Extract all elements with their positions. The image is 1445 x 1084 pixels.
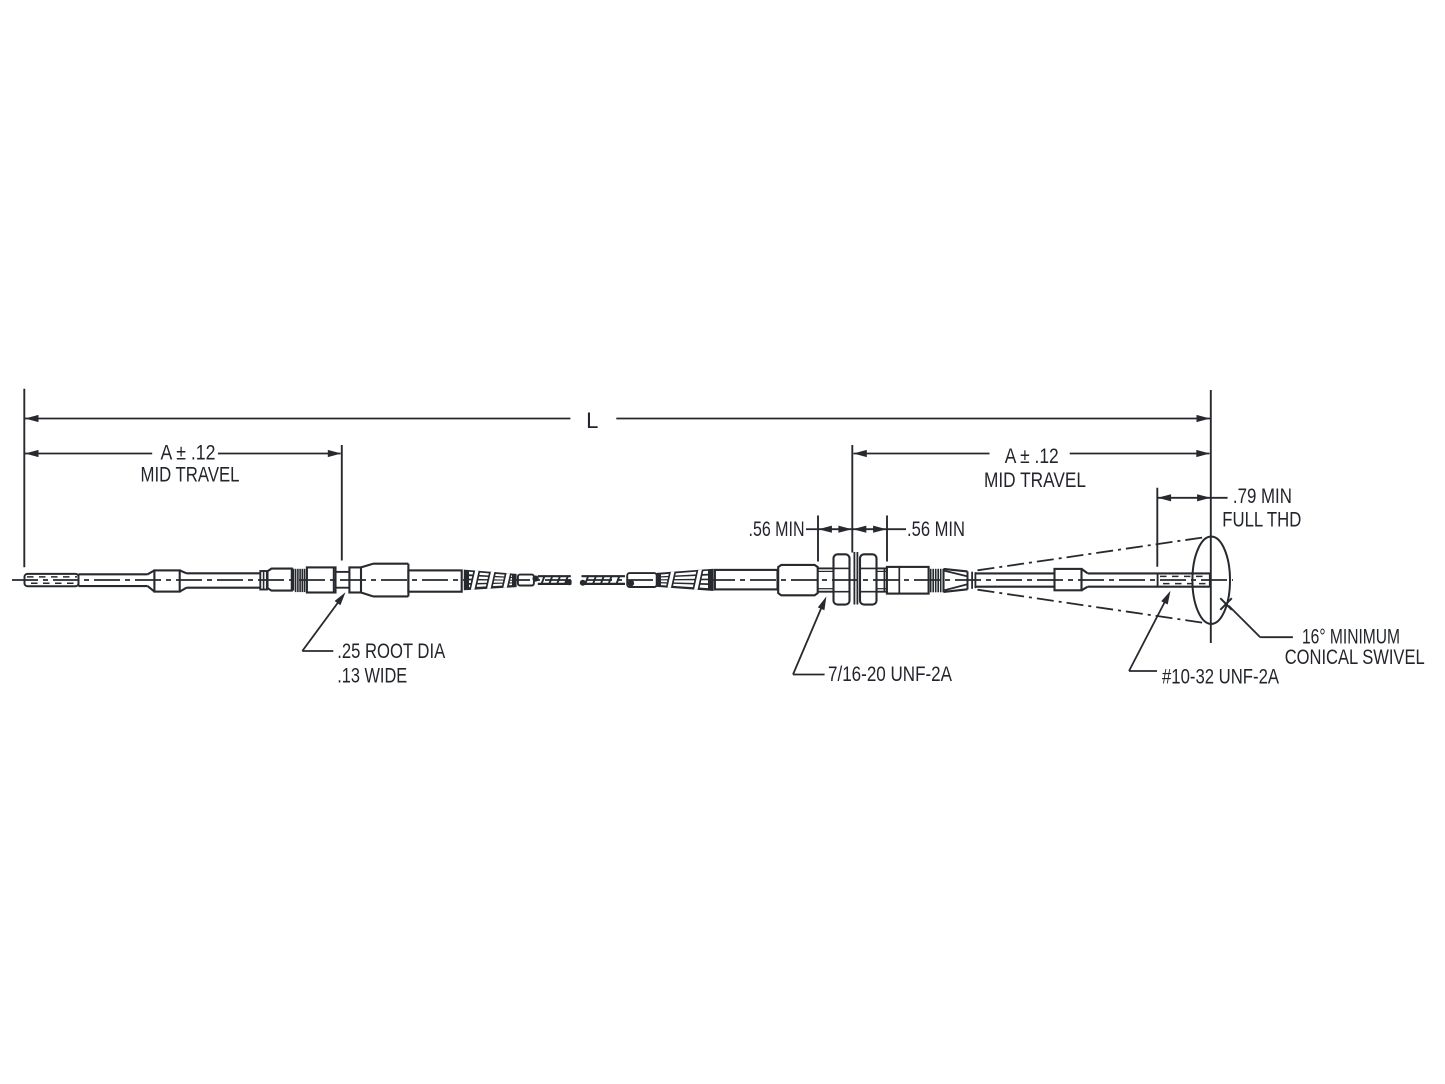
- svg-text:A ± .12: A ± .12: [1005, 445, 1059, 468]
- svg-text:16° MINIMUM: 16° MINIMUM: [1302, 626, 1400, 649]
- svg-text:A ± .12: A ± .12: [161, 442, 216, 465]
- svg-text:.25 ROOT DIA: .25 ROOT DIA: [337, 640, 445, 663]
- svg-text:.56 MIN: .56 MIN: [907, 518, 965, 541]
- svg-text:.13 WIDE: .13 WIDE: [337, 664, 407, 687]
- svg-text:MID TRAVEL: MID TRAVEL: [141, 464, 240, 487]
- svg-text:L: L: [586, 408, 598, 433]
- svg-text:FULL THD: FULL THD: [1222, 509, 1301, 532]
- svg-text:#10-32 UNF-2A: #10-32 UNF-2A: [1162, 666, 1279, 689]
- svg-text:7/16-20 UNF-2A: 7/16-20 UNF-2A: [828, 663, 952, 686]
- svg-text:.56 MIN: .56 MIN: [749, 518, 805, 541]
- svg-text:MID TRAVEL: MID TRAVEL: [984, 469, 1086, 492]
- svg-text:CONICAL SWIVEL: CONICAL SWIVEL: [1285, 646, 1425, 669]
- svg-text:.79 MIN: .79 MIN: [1233, 485, 1292, 508]
